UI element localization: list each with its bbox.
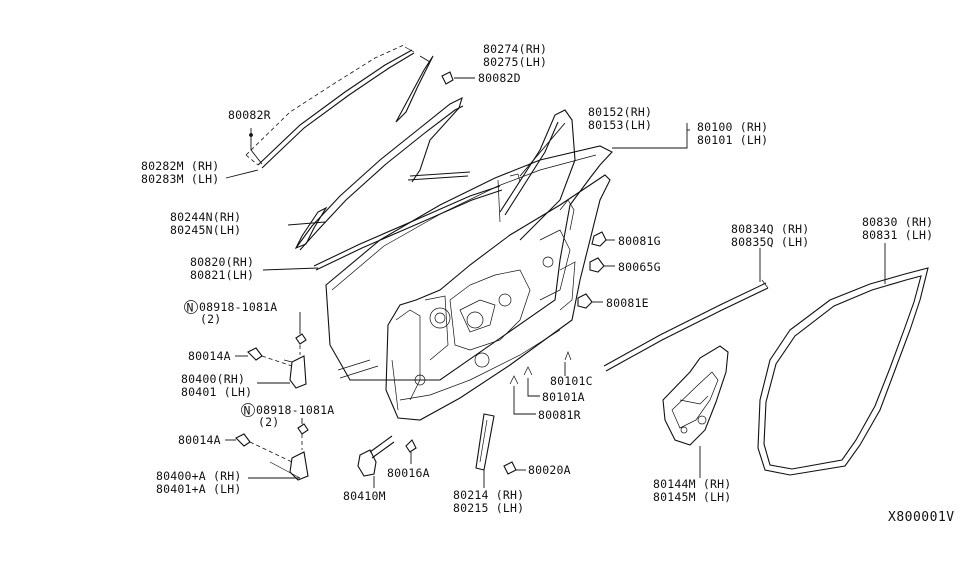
clip-80082D	[441, 71, 454, 85]
door-inner-assembly-part	[385, 109, 611, 421]
label-80014A-2: 80014A	[178, 433, 221, 447]
label-80081E: 80081E	[606, 296, 649, 310]
weatherstrip-part	[757, 267, 929, 476]
label-80401A: 80401+A (LH)	[156, 482, 241, 496]
label-80020A: 80020A	[528, 463, 571, 477]
label-80831: 80831 (LH)	[862, 228, 933, 242]
label-80145M: 80145M (LH)	[653, 490, 731, 504]
label-80821: 80821(LH)	[190, 268, 254, 282]
label-bolt-qty-2: (2)	[258, 415, 279, 429]
sash-moulding-part	[245, 43, 415, 169]
door-check-part	[357, 435, 417, 477]
upper-hinge-part	[247, 333, 307, 389]
diagram-id: X800001V	[888, 510, 955, 525]
label-80101C: 80101C	[550, 374, 593, 388]
label-80835Q: 80835Q (LH)	[731, 235, 809, 249]
label-80283M: 80283M (LH)	[141, 172, 219, 186]
label-80830: 80830 (RH)	[862, 215, 933, 229]
door-clips	[509, 231, 607, 385]
label-80101A: 80101A	[542, 390, 585, 404]
label-80410M: 80410M	[343, 489, 386, 503]
corner-piece-part	[395, 55, 434, 123]
label-80082D: 80082D	[478, 71, 521, 85]
label-80081G: 80081G	[618, 234, 661, 248]
part-labels: 80082R 80282M (RH) 80283M (LH) 80274(RH)…	[141, 42, 955, 525]
label-80282M: 80282M (RH)	[141, 159, 219, 173]
door-outer-panel-part	[325, 145, 613, 381]
label-80081R: 80081R	[538, 408, 581, 422]
label-bolt-08918-2: 08918-1081A	[256, 403, 334, 417]
label-80065G: 80065G	[618, 260, 661, 274]
label-80153: 80153(LH)	[588, 118, 652, 132]
label-80100: 80100 (RH)	[697, 120, 768, 134]
label-80016A: 80016A	[387, 466, 430, 480]
label-80101: 80101 (LH)	[697, 133, 768, 147]
label-80401: 80401 (LH)	[181, 385, 252, 399]
label-80820: 80820(RH)	[190, 255, 254, 269]
label-80082R: 80082R	[228, 108, 271, 122]
glass-run-part	[294, 96, 471, 251]
lower-hinge-part	[235, 423, 309, 481]
label-80215: 80215 (LH)	[453, 501, 524, 515]
belt-moulding-part	[313, 185, 503, 271]
leader-lines	[225, 55, 886, 488]
label-80144M: 80144M (RH)	[653, 477, 731, 491]
label-80014A-1: 80014A	[188, 349, 231, 363]
window-regulator-part	[662, 345, 729, 446]
nut-symbol-2: N	[241, 403, 255, 418]
door-seal-strip-part	[603, 279, 769, 372]
label-bolt-08918-1: 08918-1081A	[199, 300, 277, 314]
label-80400A: 80400+A (RH)	[156, 469, 241, 483]
nut-symbol-label-1: N	[187, 301, 194, 315]
label-80244N: 80244N(RH)	[170, 210, 241, 224]
guide-rail-part	[475, 413, 517, 475]
nut-symbol-1: N	[184, 300, 198, 315]
label-80834Q: 80834Q (RH)	[731, 222, 809, 236]
label-80152: 80152(RH)	[588, 105, 652, 119]
nut-symbol-label-2: N	[244, 404, 251, 418]
label-80274: 80274(RH)	[483, 42, 547, 56]
label-80214: 80214 (RH)	[453, 488, 524, 502]
label-bolt-qty-1: (2)	[200, 312, 221, 326]
label-80400: 80400(RH)	[181, 372, 245, 386]
label-80245N: 80245N(LH)	[170, 223, 241, 237]
label-80275: 80275(LH)	[483, 55, 547, 69]
